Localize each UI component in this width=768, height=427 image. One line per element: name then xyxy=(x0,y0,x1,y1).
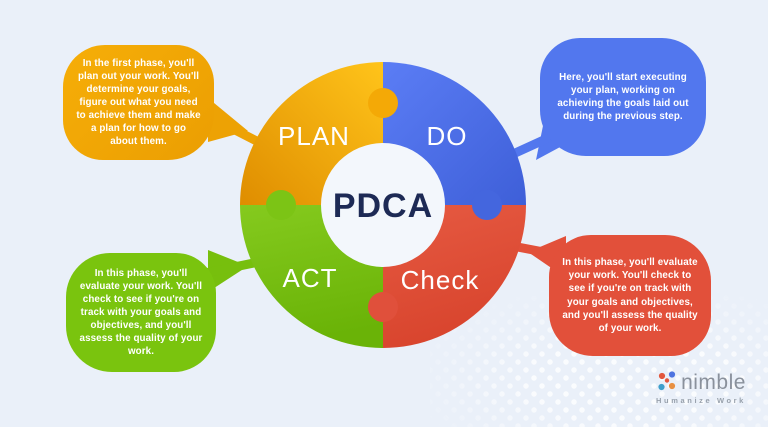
puzzle-tab-plan-into-do xyxy=(368,88,398,118)
nimble-logo-tagline: Humanize Work xyxy=(656,396,746,405)
nimble-logo-name: nimble xyxy=(681,370,746,394)
puzzle-tab-do-into-check xyxy=(472,190,502,220)
label-do: DO xyxy=(427,121,468,151)
label-plan: PLAN xyxy=(278,121,350,151)
label-check: Check xyxy=(401,265,480,295)
nimble-logo: nimble Humanize Work xyxy=(646,370,756,405)
label-act: ACT xyxy=(283,263,338,293)
nimble-logo-icon xyxy=(658,371,676,391)
bubble-act-text: In this phase, you'll evaluate your work… xyxy=(79,267,203,358)
bubble-plan-text: In the first phase, you'll plan out your… xyxy=(76,57,201,148)
puzzle-tab-check-into-act xyxy=(368,292,398,322)
bubble-act: In this phase, you'll evaluate your work… xyxy=(66,253,216,372)
center-label: PDCA xyxy=(333,187,433,225)
bubble-check-text: In this phase, you'll evaluate your work… xyxy=(562,257,698,334)
bubble-do-text: Here, you'll start executing your plan, … xyxy=(557,71,689,123)
bubble-check: In this phase, you'll evaluate your work… xyxy=(549,235,711,356)
bubble-do: Here, you'll start executing your plan, … xyxy=(540,38,706,156)
center-circle xyxy=(321,143,445,267)
puzzle-tab-act-into-plan xyxy=(266,190,296,220)
bubble-plan: In the first phase, you'll plan out your… xyxy=(63,45,214,160)
